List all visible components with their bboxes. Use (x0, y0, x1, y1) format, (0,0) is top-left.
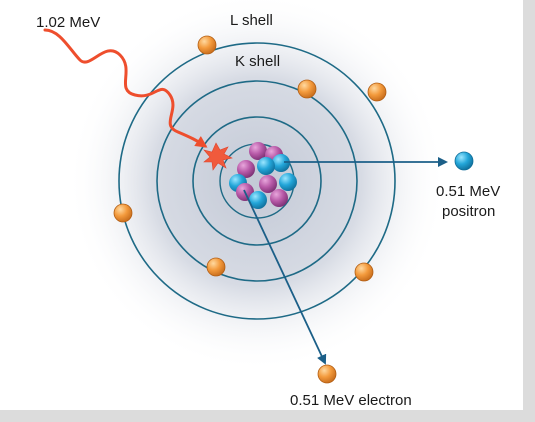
l-shell-label: L shell (230, 12, 273, 29)
neutron (272, 154, 290, 172)
k-shell-label: K shell (235, 53, 280, 70)
inner-shell-ring (192, 116, 322, 246)
atom-glow (67, 0, 447, 372)
proton (270, 189, 288, 207)
photon-wave (43, 28, 208, 148)
l-shell-ring (118, 42, 396, 320)
photon-energy-label: 1.02 MeV (36, 14, 100, 31)
proton (237, 160, 255, 178)
neutron (257, 157, 275, 175)
orbital-electron (197, 35, 217, 55)
proton (249, 142, 267, 160)
emitted-electron (317, 364, 337, 384)
k-shell-ring (156, 80, 358, 282)
nucleus (229, 142, 297, 209)
neutron (249, 191, 267, 209)
orbital-electron (113, 203, 133, 223)
positron-energy-label: 0.51 MeV (436, 183, 500, 200)
proton (259, 175, 277, 193)
electron-label: 0.51 MeV electron (290, 392, 412, 409)
orbital-electrons (113, 35, 387, 282)
orbital-electron (297, 79, 317, 99)
orbital-electron (206, 257, 226, 277)
positron-label: positron (442, 203, 495, 220)
electron-arrow (243, 189, 327, 365)
orbital-electron (354, 262, 374, 282)
positron-particle (454, 151, 474, 171)
neutron (279, 173, 297, 191)
orbital-electron (367, 82, 387, 102)
border-strip-right (523, 0, 535, 422)
border-strip-bottom (0, 410, 535, 422)
starburst-icon (203, 142, 233, 171)
